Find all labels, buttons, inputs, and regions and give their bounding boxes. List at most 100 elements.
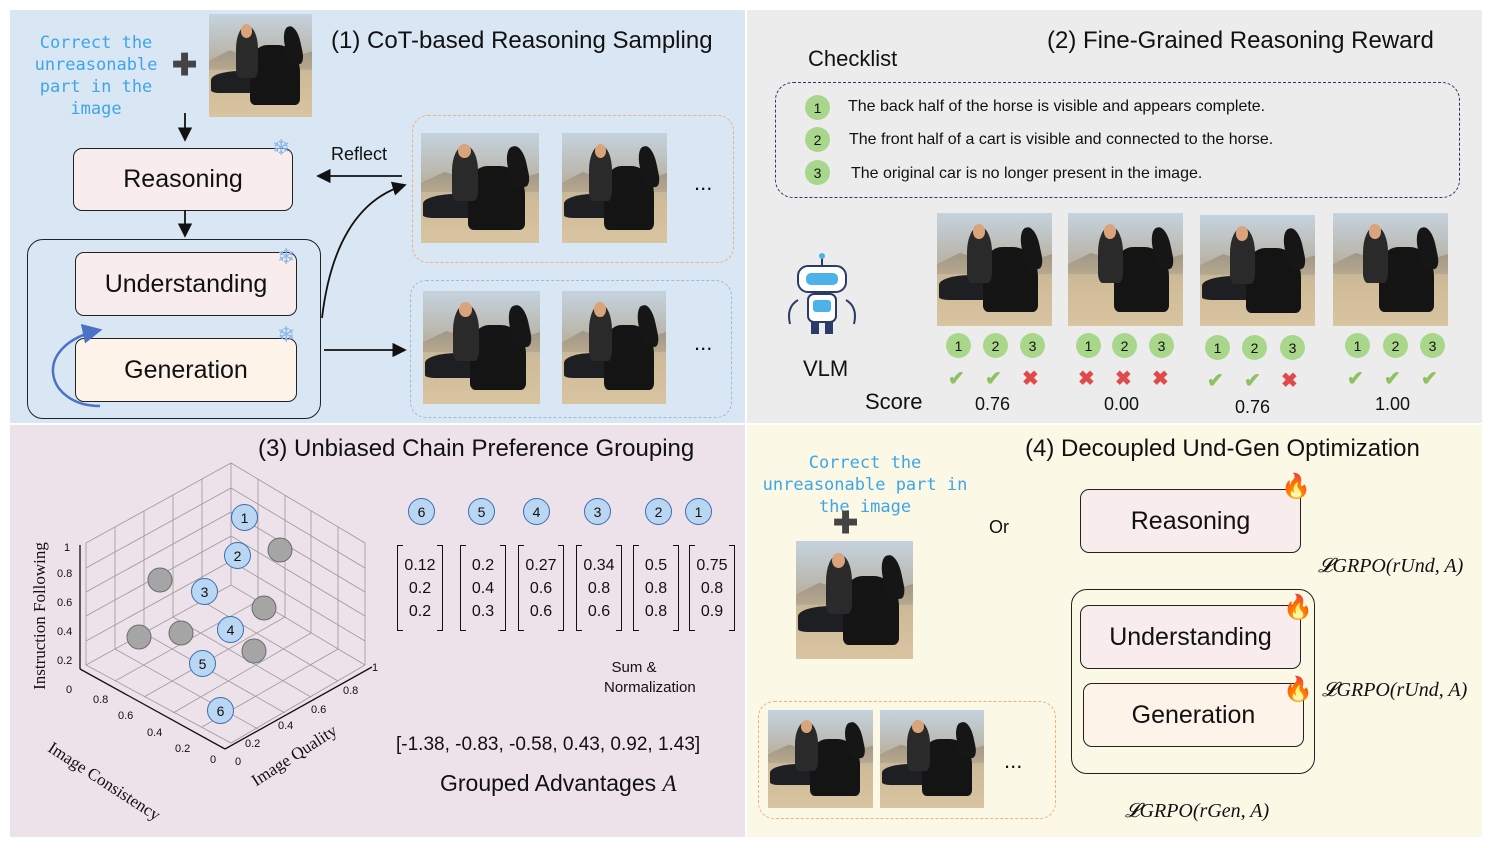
criterion-num: 1 (1345, 333, 1370, 358)
vector-value: 0.8 (644, 602, 668, 620)
score-value: 0.00 (1104, 394, 1140, 414)
check-icon: ✔ (1244, 370, 1261, 392)
y-tick: 0 (235, 756, 242, 768)
3d-scatter-plot (79, 462, 373, 750)
understanding-box: Understanding (75, 252, 297, 316)
robot-icon (788, 253, 856, 334)
criterion-num: 1 (946, 333, 971, 358)
sample-image (880, 710, 984, 808)
vector-value: 0.5 (644, 556, 668, 574)
checklist-box (775, 82, 1460, 198)
loss-und-2: 𝓛GRPO(rUnd, A) (1322, 679, 1468, 701)
z-tick: 0 (66, 684, 73, 696)
checklist-num: 3 (805, 160, 830, 185)
scored-image (1068, 213, 1183, 326)
checklist-title: Checklist (808, 46, 898, 71)
x-tick: 0 (210, 754, 217, 766)
scatter-point-gray (241, 638, 267, 664)
chain-node: 2 (645, 498, 672, 525)
vlm-label: VLM (803, 356, 849, 381)
score-value: 1.00 (1375, 394, 1411, 414)
scatter-point-gray (267, 537, 293, 563)
checklist-item: The back half of the horse is visible an… (848, 98, 1266, 115)
sum-normalization-label: Sum & Normalization (604, 659, 696, 696)
plus-icon: ✚ (833, 507, 859, 540)
scatter-point-3: 3 (191, 578, 218, 605)
generation-box: Generation (1083, 683, 1304, 747)
y-tick: 0.2 (245, 738, 261, 750)
gray-points (126, 537, 293, 664)
chain-node: 5 (468, 498, 495, 525)
y-tick: 0.4 (278, 720, 294, 732)
criterion-num: 1 (1076, 333, 1101, 358)
criterion-num: 2 (983, 333, 1008, 358)
z-tick: 0.8 (57, 568, 73, 580)
scatter-point-4: 4 (217, 616, 244, 643)
z-tick: 0.4 (57, 626, 73, 638)
chain-node: 6 (408, 498, 435, 525)
sample-image (423, 291, 540, 404)
sample-image (768, 710, 873, 808)
understanding-box: Understanding (1080, 605, 1301, 669)
chain-node: 4 (523, 498, 550, 525)
score-value: 0.76 (975, 394, 1011, 414)
cross-icon: ✖ (1281, 370, 1298, 392)
criterion-num: 3 (1420, 333, 1445, 358)
criterion-num: 1 (1205, 335, 1230, 360)
vector-value: 0.8 (644, 579, 668, 597)
generation-label: Generation (124, 355, 248, 384)
criterion-num: 3 (1149, 333, 1174, 358)
scatter-point-1: 1 (231, 504, 258, 531)
fire-icon: 🔥 (1281, 473, 1311, 500)
vector-value: 0.2 (471, 556, 495, 574)
understanding-label: Understanding (1109, 622, 1272, 651)
reasoning-label: Reasoning (1130, 506, 1251, 535)
more-samples: ... (694, 330, 713, 355)
checklist-num: 2 (805, 127, 830, 152)
scored-image (1333, 213, 1448, 326)
check-icon: ✔ (1207, 370, 1224, 392)
x-tick: 0.2 (175, 743, 191, 755)
panel4-instruction: Correct the unreasonable part in the ima… (762, 453, 968, 517)
cross-icon: ✖ (1078, 368, 1095, 390)
panel1-title: (1) CoT-based Reasoning Sampling (331, 27, 713, 54)
source-image (796, 541, 913, 659)
z-tick: 0.6 (57, 597, 73, 609)
check-icon: ✔ (948, 368, 965, 390)
sample-image (421, 133, 539, 243)
score-vector: 0.5 0.8 0.8 (633, 545, 679, 631)
criterion-num: 3 (1280, 335, 1305, 360)
loss-und-1: 𝓛GRPO(rUnd, A) (1318, 555, 1464, 577)
checklist-num: 1 (805, 95, 830, 120)
vector-value: 0.6 (529, 602, 553, 620)
loss-gen: 𝓛GRPO(rGen, A) (1125, 800, 1270, 822)
sample-group-2 (410, 280, 732, 418)
vector-value: 0.34 (583, 556, 615, 574)
scored-image (1200, 215, 1315, 326)
sample-group-1 (412, 115, 734, 263)
fire-icon: 🔥 (1283, 676, 1313, 703)
scored-image (937, 213, 1052, 326)
sample-image (562, 291, 666, 404)
scatter-point-gray (251, 595, 277, 621)
check-icon: ✔ (1421, 368, 1438, 390)
x-tick: 0.8 (93, 694, 109, 706)
criterion-num: 2 (1383, 333, 1408, 358)
z-tick: 0.2 (57, 655, 73, 667)
vector-value: 0.6 (587, 602, 611, 620)
vector-value: 0.8 (587, 579, 611, 597)
cross-icon: ✖ (1115, 368, 1132, 390)
score-value: 0.76 (1235, 397, 1271, 417)
understanding-label: Understanding (104, 269, 268, 298)
vector-value: 0.4 (471, 579, 495, 597)
cross-icon: ✖ (1022, 368, 1039, 390)
scatter-point-gray (147, 567, 173, 593)
reasoning-box: Reasoning (1080, 489, 1301, 553)
vector-value: 0.12 (404, 556, 436, 574)
scatter-point-5: 5 (189, 650, 216, 677)
plus-icon: ✚ (172, 49, 198, 82)
panel3-title: (3) Unbiased Chain Preference Grouping (258, 435, 695, 462)
criterion-num: 3 (1020, 333, 1045, 358)
